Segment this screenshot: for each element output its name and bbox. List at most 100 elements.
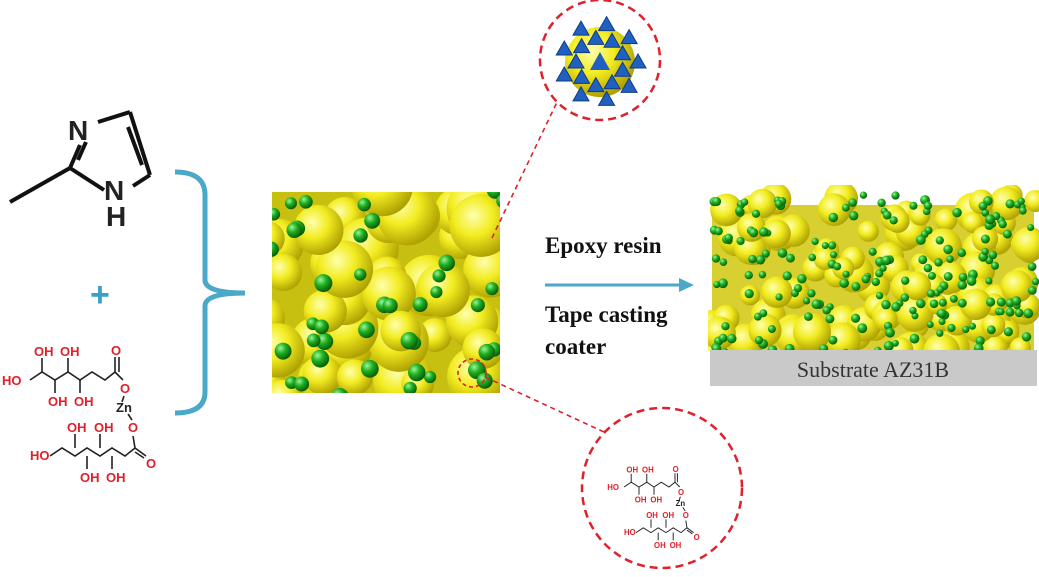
zif8-particle [711, 254, 721, 263]
matrix-sphere [924, 228, 963, 266]
zn-tetrahedron [620, 28, 638, 45]
zif8-particle [936, 285, 945, 294]
zif8-particle [821, 242, 829, 250]
zif8-particle [981, 209, 990, 217]
zif8-particle [883, 340, 894, 351]
zn-tetrahedron [603, 32, 621, 48]
carbonyl-oxygen-label: O [694, 533, 700, 542]
zn-tetrahedron [613, 44, 632, 61]
zif8-particle [470, 298, 485, 313]
zif8-particle [980, 234, 990, 244]
zif8-particle [830, 251, 838, 259]
zn-tetrahedron [613, 61, 632, 77]
zif8-particle [825, 314, 835, 324]
matrix-sphere [1011, 226, 1039, 262]
matrix-sphere [302, 354, 342, 393]
matrix-sphere [857, 220, 879, 242]
zif8-particle [761, 249, 770, 258]
zif8-particle [793, 284, 803, 293]
zif8-particle [286, 222, 303, 238]
zif8-particle [1018, 206, 1027, 215]
zif8-particle [915, 234, 926, 245]
zif8-particle [833, 262, 842, 271]
zif8-particle [1031, 277, 1039, 286]
zn-tetrahedron [586, 29, 605, 45]
zif8-particle [1023, 308, 1034, 319]
zif8-particle [828, 241, 837, 250]
zif8-particle [1005, 307, 1015, 317]
hydroxyl-label: HO [624, 528, 636, 537]
zif8-particle [804, 312, 813, 321]
zif8-particle [975, 336, 985, 346]
zif8-particle [936, 329, 944, 337]
zif8-particle [751, 209, 761, 218]
hydroxyl-label: OH [80, 470, 100, 485]
zif8-particle [923, 263, 933, 273]
hydroxyl-label: OH [662, 511, 674, 520]
zn-tetrahedron [629, 52, 647, 69]
zif8-particle [718, 333, 728, 343]
zif8-particle [382, 298, 398, 314]
zif8-particle [871, 277, 880, 287]
zif8-particle [978, 201, 988, 211]
hydroxyl-label: OH [106, 470, 126, 485]
zn-tetrahedron [597, 15, 616, 32]
zif8-particle [767, 325, 776, 334]
zif8-particle [946, 255, 954, 263]
zif8-particle [909, 333, 920, 344]
matrix-sphere [761, 276, 793, 309]
zif8-particle [909, 306, 917, 315]
zn-tetrahedron [555, 39, 574, 56]
zif8-particle [881, 255, 892, 266]
2-methylimidazole-structure [9, 110, 152, 204]
zif8-particle [759, 309, 768, 318]
imidazole-h-label: H [106, 201, 126, 232]
zn-tetrahedron [597, 90, 616, 106]
zif8-particle [408, 363, 426, 382]
zif8-particle [926, 320, 934, 328]
matrix-sphere [361, 266, 416, 321]
ester-oxygen-label: O [128, 420, 138, 435]
zif8-particle [928, 271, 936, 280]
zif8-particle [916, 298, 926, 309]
matrix-sphere [934, 208, 958, 231]
zif8-particle [997, 308, 1005, 316]
hydroxyl-label: OH [94, 420, 114, 435]
zif8-particle [988, 250, 998, 260]
zn-tetrahedron [567, 52, 585, 69]
zif8-particle [891, 302, 901, 312]
zif8-particle [311, 349, 330, 368]
zif8-particle [334, 180, 346, 192]
zif8-particle [748, 254, 757, 264]
imidazole-n-label: N [68, 115, 88, 146]
zif8-particle [885, 327, 895, 338]
zif8-particle [272, 241, 279, 257]
zif8-particle [735, 206, 744, 215]
zif8-particle [364, 212, 381, 229]
zn-tetrahedron [603, 73, 621, 90]
zif8-particle [360, 359, 379, 378]
zif8-particle [934, 258, 943, 267]
zif8-particle [868, 247, 877, 256]
step-epoxy-resin: Epoxy resin [545, 233, 662, 258]
zif8-particle [957, 280, 968, 290]
matrix-sphere [960, 288, 992, 321]
zif8-particle [851, 282, 861, 291]
zif8-particle [822, 306, 831, 315]
hydroxyl-label: OH [60, 344, 80, 359]
zif8-particle [1003, 327, 1014, 337]
zif8-particle [284, 197, 298, 210]
zif8-particle [478, 343, 496, 361]
zif8-particle [726, 333, 737, 344]
zif8-particle [938, 298, 947, 307]
zif8-particle [314, 274, 333, 293]
hydroxyl-label: OH [654, 541, 666, 550]
zif8-particle [712, 197, 722, 207]
zif8-particle [430, 286, 443, 299]
ester-oxygen-label: O [683, 511, 689, 520]
zif8-particle [891, 191, 900, 200]
zif8-particle [713, 281, 721, 289]
zn-tetrahedron [555, 65, 574, 82]
zn-tetrahedron [572, 20, 590, 36]
matrix-sphere [969, 189, 994, 215]
